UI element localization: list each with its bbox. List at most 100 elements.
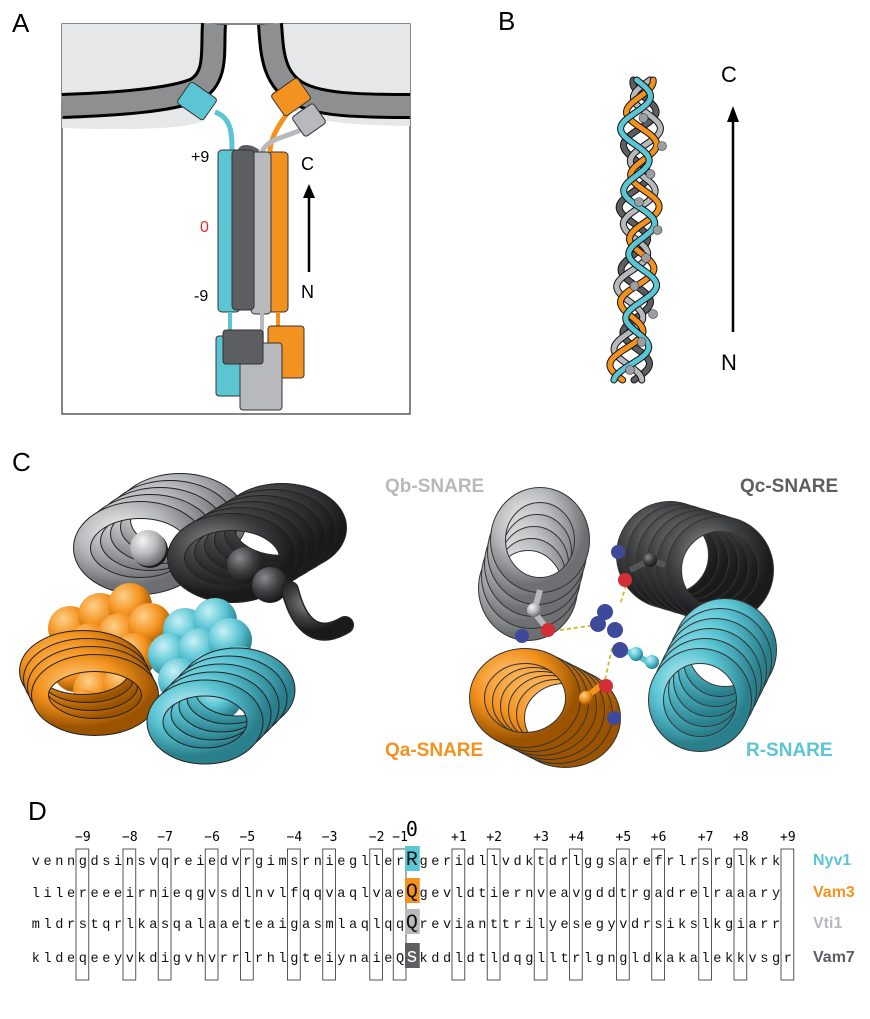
residue: y <box>772 887 780 902</box>
residue: r <box>420 918 428 933</box>
residue: q <box>349 887 357 902</box>
residue: g <box>584 887 592 902</box>
residue: r <box>666 855 674 870</box>
residue: e <box>431 918 439 933</box>
residue: s <box>102 855 110 870</box>
residue: t <box>619 887 627 902</box>
residue: a <box>349 918 357 933</box>
residue: d <box>549 855 557 870</box>
residue: l <box>490 952 498 967</box>
residue: g <box>584 855 592 870</box>
layer-label: +3 <box>533 830 549 845</box>
residue: v <box>185 952 193 967</box>
residue: d <box>502 952 510 967</box>
residue: q <box>514 952 522 967</box>
residue: d <box>55 952 63 967</box>
residue: v <box>443 887 451 902</box>
residue: a <box>737 887 745 902</box>
residue: q <box>384 918 392 933</box>
residue: l <box>572 855 580 870</box>
residue: t <box>91 918 99 933</box>
residue: l <box>44 952 52 967</box>
residue: a <box>619 855 627 870</box>
residue: v <box>232 855 240 870</box>
protein-name-vti1: Vti1 <box>813 915 842 932</box>
residue: i <box>737 918 745 933</box>
residue: s <box>572 918 580 933</box>
residue: l <box>279 952 287 967</box>
residue: i <box>267 855 275 870</box>
residue: l <box>243 952 251 967</box>
residue: s <box>138 855 146 870</box>
residue: q <box>396 918 404 933</box>
residue: s <box>655 918 663 933</box>
residue: Q <box>406 912 418 935</box>
residue: k <box>772 855 780 870</box>
residue: a <box>185 918 193 933</box>
residue: n <box>314 855 322 870</box>
residue: i <box>279 918 287 933</box>
residue: Q <box>396 952 404 967</box>
residue: r <box>255 952 263 967</box>
layer-label: +6 <box>651 830 667 845</box>
residue: a <box>220 918 228 933</box>
residue: d <box>91 855 99 870</box>
layer-label: +7 <box>698 830 714 845</box>
residue: v <box>208 952 216 967</box>
residue: r <box>572 952 580 967</box>
residue: e <box>643 855 651 870</box>
residue: r <box>514 887 522 902</box>
residue: l <box>537 952 545 967</box>
residue: r <box>772 918 780 933</box>
residue: e <box>396 887 404 902</box>
residue: r <box>173 855 181 870</box>
layer-label: −4 <box>287 830 303 845</box>
residue: g <box>173 952 181 967</box>
residue: d <box>643 952 651 967</box>
residue: v <box>537 887 545 902</box>
residue: i <box>196 855 204 870</box>
residue: n <box>67 855 75 870</box>
residue: l <box>337 918 345 933</box>
residue: i <box>44 887 52 902</box>
residue: r <box>631 887 639 902</box>
residue: n <box>608 952 616 967</box>
residue: r <box>232 952 240 967</box>
residue: e <box>384 952 392 967</box>
residue: r <box>243 855 251 870</box>
residue: t <box>243 918 251 933</box>
residue: d <box>431 952 439 967</box>
residue: r <box>79 887 87 902</box>
protein-name-vam7: Vam7 <box>813 949 855 966</box>
residue: d <box>443 952 451 967</box>
residue: l <box>243 887 251 902</box>
residue: t <box>502 918 510 933</box>
residue: i <box>525 918 533 933</box>
residue: s <box>760 952 768 967</box>
residue: l <box>478 855 486 870</box>
residue: a <box>149 918 157 933</box>
residue: m <box>279 855 287 870</box>
residue: q <box>302 887 310 902</box>
residue: R <box>406 849 418 872</box>
residue: r <box>67 918 75 933</box>
residue: r <box>784 952 792 967</box>
residue: e <box>67 887 75 902</box>
layer-label: −3 <box>322 830 338 845</box>
residue: k <box>138 952 146 967</box>
residue: i <box>455 918 463 933</box>
residue: d <box>467 952 475 967</box>
residue: r <box>220 952 228 967</box>
residue: r <box>138 887 146 902</box>
residue: r <box>690 855 698 870</box>
layer-label: −9 <box>75 830 91 845</box>
protein-name-vam3: Vam3 <box>813 884 855 901</box>
residue: n <box>149 887 157 902</box>
residue: g <box>596 855 604 870</box>
residue: e <box>384 855 392 870</box>
residue: i <box>326 952 334 967</box>
residue: l <box>126 918 134 933</box>
residue: l <box>373 855 381 870</box>
residue: e <box>502 887 510 902</box>
